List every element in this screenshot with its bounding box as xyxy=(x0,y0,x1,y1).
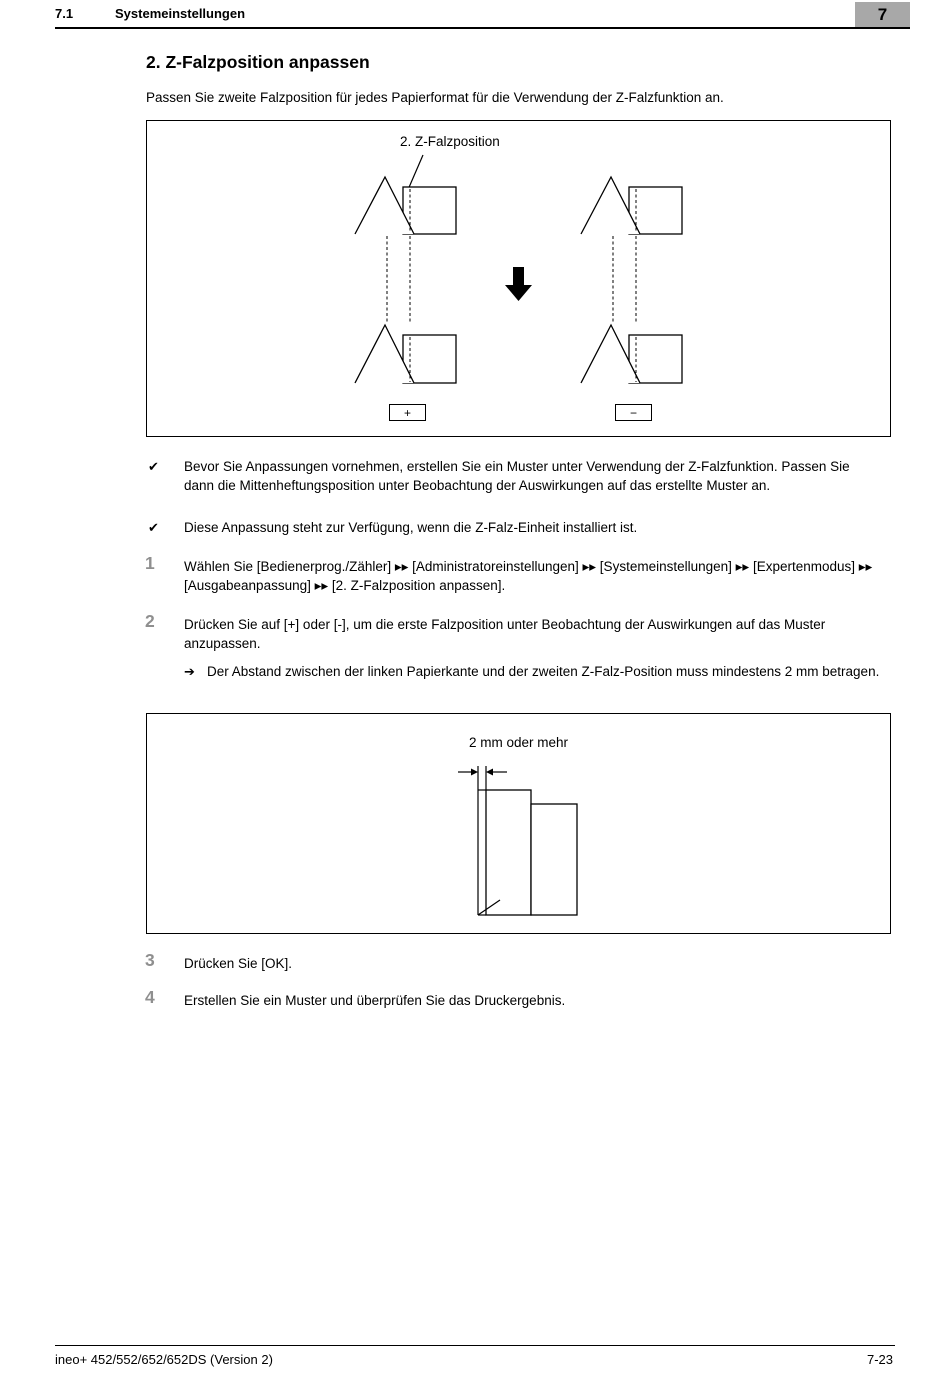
zfold-diagram-graphic xyxy=(354,154,683,384)
figure-2mm-margin: 2 mm oder mehr xyxy=(146,713,891,934)
measure-arrow-right-icon xyxy=(471,768,478,776)
check-note-2: ✔ Diese Anpassung steht zur Verfügung, w… xyxy=(146,518,878,537)
step-note-text: Der Abstand zwischen der linken Papierka… xyxy=(207,664,880,679)
plus-button-depiction: + xyxy=(389,404,426,421)
figure1-callout-label: 2. Z-Falzposition xyxy=(400,134,500,149)
margin-diagram-graphic xyxy=(458,766,578,916)
footer-product-name: ineo+ 452/552/652/652DS (Version 2) xyxy=(55,1352,273,1367)
chapter-number-badge: 7 xyxy=(855,2,910,27)
step-text: Drücken Sie auf [+] oder [-], um die ers… xyxy=(184,617,826,651)
step-number: 2 xyxy=(145,611,155,631)
checkmark-icon: ✔ xyxy=(148,459,159,474)
header-section-title: Systemeinstellungen xyxy=(115,6,246,21)
step-2-note: ➔ Der Abstand zwischen der linken Papier… xyxy=(184,662,884,681)
step-4: 4 Erstellen Sie ein Muster und überprüfe… xyxy=(145,987,884,1010)
header-section-number: 7.1 xyxy=(55,6,74,21)
footer-page-number: 7-23 xyxy=(866,1352,893,1367)
step-number: 3 xyxy=(145,950,155,970)
measure-arrow-left-icon xyxy=(486,768,493,776)
step-1: 1 Wählen Sie [Bedienerprog./Zähler] ▸▸ [… xyxy=(145,553,884,595)
step-number: 4 xyxy=(145,987,155,1007)
check-note-text: Bevor Sie Anpassungen vornehmen, erstell… xyxy=(184,459,850,493)
minus-button-depiction: − xyxy=(615,404,652,421)
figure2-label: 2 mm oder mehr xyxy=(468,735,569,750)
arrow-bullet-icon: ➔ xyxy=(184,664,195,679)
figure-zfold-position: 2. Z-Falzposition + − xyxy=(146,120,891,437)
step-3: 3 Drücken Sie [OK]. xyxy=(145,950,884,973)
down-arrow-icon xyxy=(513,267,524,285)
footer-rule xyxy=(55,1345,895,1346)
header-rule xyxy=(55,27,910,29)
step-text: Wählen Sie [Bedienerprog./Zähler] ▸▸ [Ad… xyxy=(184,559,873,593)
step-number: 1 xyxy=(145,553,155,573)
step-text: Erstellen Sie ein Muster und überprüfen … xyxy=(184,993,566,1008)
checkmark-icon: ✔ xyxy=(148,520,159,535)
step-2: 2 Drücken Sie auf [+] oder [-], um die e… xyxy=(145,611,884,653)
intro-paragraph: Passen Sie zweite Falzposition für jedes… xyxy=(146,90,724,105)
check-note-text: Diese Anpassung steht zur Verfügung, wen… xyxy=(184,520,638,535)
check-note-1: ✔ Bevor Sie Anpassungen vornehmen, erste… xyxy=(146,457,878,495)
step-text: Drücken Sie [OK]. xyxy=(184,956,293,971)
page-title: 2. Z-Falzposition anpassen xyxy=(146,52,370,72)
